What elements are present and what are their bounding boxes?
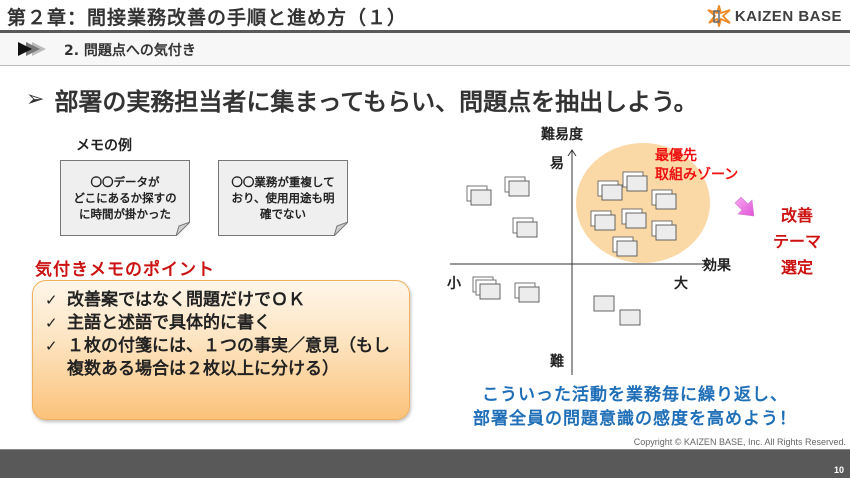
point-text: 主語と述語で具体的に書く — [67, 313, 271, 333]
improvement-theme-label: 改善 テーマ 選定 — [766, 203, 828, 281]
page-number: 10 — [833, 465, 844, 475]
kaizen-star-logo-icon — [707, 5, 731, 27]
logo-text: KAIZEN BASE — [734, 7, 842, 25]
y-axis-bottom-label: 難 — [550, 354, 564, 370]
header-divider — [0, 30, 850, 33]
point-text: 改善案ではなく問題だけでＯＫ — [67, 290, 305, 310]
check-icon: ✓ — [45, 314, 58, 332]
priority-zone-label: 最優先 取組みゾーン — [655, 147, 738, 185]
slide-title: 第２章：間接業務改善の手順と進め方（１） — [7, 7, 408, 29]
memo-line: に時間が掛かった — [79, 207, 171, 222]
zone-label-line: 最優先 — [655, 148, 697, 164]
memo-line: 確でない — [260, 207, 306, 222]
main-headline: ➢ 部署の実務担当者に集まってもらい、問題点を抽出しよう。 — [26, 82, 698, 117]
theme-line: テーマ — [772, 232, 821, 251]
memo-points-heading: 気付きメモのポイント — [35, 260, 215, 280]
point-item: ✓ １枚の付箋には、１つの事実／意見（もし複数ある場合は２枚以上に分ける） — [45, 335, 397, 381]
memo-example-card: 〇〇業務が重複して おり、使用用途も明 確でない — [218, 160, 348, 236]
matrix-graphic — [450, 143, 710, 375]
arrow-bullet-icon: ➢ — [26, 87, 45, 112]
point-item: ✓ 主語と述語で具体的に書く — [45, 312, 397, 335]
triple-arrow-icon — [18, 42, 46, 56]
pink-arrow-down-right-icon — [734, 196, 755, 217]
x-axis-left-label: 小 — [447, 276, 461, 292]
theme-line: 選定 — [780, 258, 813, 277]
point-text: １枚の付箋には、１つの事実／意見（もし複数ある場合は２枚以上に分ける） — [67, 336, 390, 379]
zone-label-line: 取組みゾーン — [655, 167, 739, 183]
headline-text: 部署の実務担当者に集まってもらい、問題点を抽出しよう。 — [54, 88, 698, 116]
closing-line: こういった活動を業務毎に繰り返し、 — [482, 385, 788, 405]
section-bar: 2. 問題点への気付き — [0, 33, 850, 66]
memo-points-box: ✓ 改善案ではなく問題だけでＯＫ ✓ 主語と述語で具体的に書く ✓ １枚の付箋に… — [32, 280, 410, 420]
memo-examples-heading: メモの例 — [76, 138, 132, 154]
memo-example-card: 〇〇データが どこにあるか探すの に時間が掛かった — [60, 160, 190, 236]
footer-bar: 10 — [0, 449, 850, 478]
page-fold-icon — [334, 222, 348, 236]
memo-line: どこにあるか探すの — [73, 190, 177, 205]
y-axis-top-label: 易 — [550, 156, 564, 172]
check-icon: ✓ — [45, 291, 58, 309]
priority-matrix: 難易度 易 難 効果 小 大 最優先 取組みゾーン — [440, 120, 750, 380]
theme-line: 改善 — [780, 206, 813, 225]
closing-message: こういった活動を業務毎に繰り返し、 部署全員の問題意識の感度を高めよう！ — [420, 383, 850, 431]
memo-line: 〇〇業務が重複して — [231, 174, 335, 189]
memo-line: 〇〇データが — [90, 174, 160, 189]
closing-line: 部署全員の問題意識の感度を高めよう！ — [473, 409, 797, 429]
x-axis-title: 効果 — [703, 258, 731, 274]
memo-line: おり、使用用途も明 — [231, 190, 335, 205]
check-icon: ✓ — [45, 337, 58, 355]
kaizen-base-logo: KAIZEN BASE — [706, 5, 842, 27]
page-fold-icon — [176, 222, 190, 236]
section-title: 2. 問題点への気付き — [64, 43, 196, 59]
x-axis-right-label: 大 — [674, 276, 688, 292]
y-axis-title: 難易度 — [541, 127, 583, 143]
point-item: ✓ 改善案ではなく問題だけでＯＫ — [45, 289, 397, 312]
copyright-text: Copyright © KAIZEN BASE, Inc. All Rights… — [633, 437, 846, 447]
